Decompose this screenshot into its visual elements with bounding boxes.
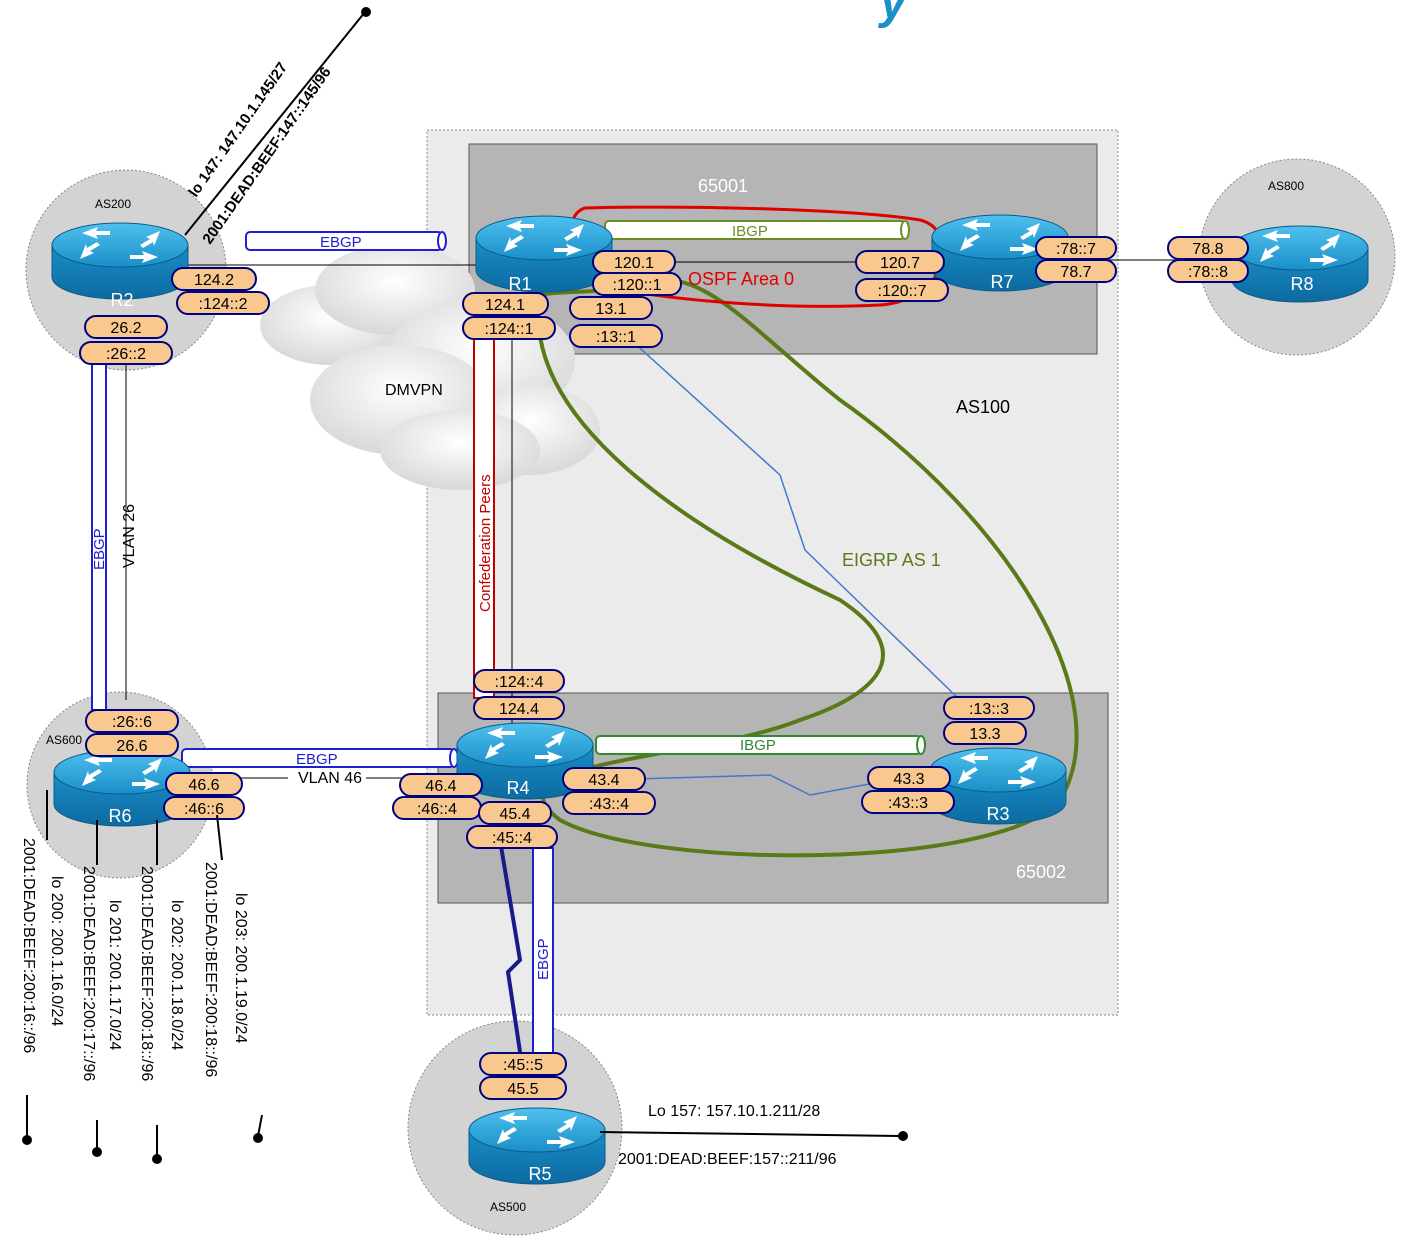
if-r6-26v6: :26::6: [112, 714, 152, 731]
serial-link-r4-r3: [599, 774, 881, 796]
if-r7-120: 120.7: [880, 255, 920, 272]
if-r1-13: 13.1: [595, 301, 626, 318]
confed-65001-label: 65001: [698, 176, 748, 196]
if-r2-124v6: :124::2: [199, 296, 248, 313]
ebgp-r2-r6-label: EBGP: [91, 528, 108, 570]
r5-loopback-v4: Lo 157: 157.10.1.211/28: [648, 1103, 820, 1120]
page-title-fragment: y: [878, 0, 909, 29]
if-r6-46: 46.6: [188, 777, 219, 794]
router-r1-name: R1: [508, 274, 531, 294]
serial-link-r1-r3: [619, 329, 961, 701]
if-r7-78: 78.7: [1060, 264, 1091, 281]
router-r4-name: R4: [506, 778, 529, 798]
r6-lo203: lo 203: 200.1.19.0/24: [232, 893, 249, 1043]
ebgp-tube-r6-r4: [181, 748, 459, 768]
if-r4-45: 45.4: [499, 806, 530, 823]
ibgp-r1-r7-label: IBGP: [732, 223, 768, 240]
ebgp-r2-r1-label: EBGP: [320, 234, 362, 251]
if-r4-43: 43.4: [588, 772, 619, 789]
if-r2-124: 124.2: [194, 272, 234, 289]
r6-loopback-lines: [26, 790, 263, 1157]
r6-lo201-v6: 2001:DEAD:BEEF:200:17::/96: [80, 866, 97, 1081]
r6-lo202-v6: 2001:DEAD:BEEF:200:18::/96: [138, 866, 155, 1081]
router-r1[interactable]: [475, 215, 613, 293]
if-r4-124: 124.4: [499, 701, 539, 718]
if-r2-26: 26.2: [110, 320, 141, 337]
dmvpn-label: DMVPN: [385, 382, 443, 399]
if-r5-45: 45.5: [507, 1081, 538, 1098]
router-r2[interactable]: [51, 222, 189, 300]
r2-loopback-dot: [361, 7, 371, 17]
r6-lo202: lo 202: 200.1.18.0/24: [168, 900, 185, 1050]
if-r8-78: 78.8: [1192, 241, 1223, 258]
r6-lo203-v6: 2001:DEAD:BEEF:200:18::/96: [202, 862, 219, 1077]
if-r4-46v6: :46::4: [417, 801, 457, 818]
link-lines: [125, 259, 1180, 779]
ebgp-r4-r5-label: EBGP: [535, 938, 552, 980]
r5-loopback-dot: [898, 1131, 908, 1141]
if-r7-78v6: :78::7: [1056, 241, 1096, 258]
eigrp-loop-1: [536, 277, 1079, 858]
ebgp-tube-r2-r1: [245, 231, 447, 251]
confed-65002-label: 65002: [1016, 862, 1066, 882]
as100-label: AS100: [956, 397, 1010, 417]
if-r3-13: 13.3: [969, 726, 1000, 743]
if-r1-124v6: :124::1: [485, 321, 534, 338]
if-r2-26v6: :26::2: [106, 346, 146, 363]
r2-loopback-line: [184, 11, 366, 236]
if-r1-124: 124.1: [485, 297, 525, 314]
as500-label: AS500: [490, 1200, 526, 1214]
r5-loopback-line: [599, 1131, 903, 1137]
as600-label: AS600: [46, 733, 82, 747]
if-r4-43v6: :43::4: [589, 796, 629, 813]
vlan26-label: VLAN 26: [121, 504, 138, 568]
r5-loopback-v6: 2001:DEAD:BEEF:157::211/96: [618, 1151, 837, 1168]
if-r3-13v6: :13::3: [969, 701, 1009, 718]
if-r6-46v6: :46::6: [184, 801, 224, 818]
interface-labels: 124.2 :124::2 26.2 :26::2 120.1 :120::1 …: [79, 236, 1249, 1100]
ibgp-r4-r3-label: IBGP: [740, 737, 776, 754]
as800-label: AS800: [1268, 179, 1304, 193]
router-r6-name: R6: [108, 806, 131, 826]
as200-label: AS200: [95, 197, 131, 211]
if-r3-43v6: :43::3: [888, 795, 928, 812]
r6-lo200-v6: 2001:DEAD:BEEF:200:16::/96: [20, 838, 37, 1053]
confed-peers-label: Confederation Peers: [477, 474, 494, 612]
if-r1-120: 120.1: [614, 255, 654, 272]
if-r7-120v6: :120::7: [878, 283, 927, 300]
eigrp-label: EIGRP AS 1: [842, 550, 941, 570]
router-r2-name: R2: [110, 290, 133, 310]
if-r4-45v6: :45::4: [492, 830, 532, 847]
if-r6-26: 26.6: [116, 738, 147, 755]
if-r3-43: 43.3: [893, 771, 924, 788]
r6-lo200: lo 200: 200.1.16.0/24: [48, 876, 65, 1026]
r6-lo201: lo 201: 200.1.17.0/24: [106, 900, 123, 1050]
router-r3-name: R3: [986, 804, 1009, 824]
ebgp-r6-r4-label: EBGP: [296, 751, 338, 768]
if-r4-124v6: :124::4: [495, 674, 544, 691]
if-r1-13v6: :13::1: [596, 329, 636, 346]
vlan46-label: VLAN 46: [298, 770, 362, 787]
if-r1-120v6: :120::1: [613, 277, 662, 294]
if-r8-78v6: :78::8: [1188, 264, 1228, 281]
router-r8-name: R8: [1290, 274, 1313, 294]
router-r5-name: R5: [528, 1164, 551, 1184]
ibgp-tube-r4-r3: [595, 735, 926, 755]
if-r4-46: 46.4: [425, 778, 456, 795]
if-r5-45v6: :45::5: [503, 1057, 543, 1074]
serial-link-r4-r5: [498, 839, 524, 1066]
ospf-label: OSPF Area 0: [688, 269, 794, 289]
router-r7-name: R7: [990, 272, 1013, 292]
